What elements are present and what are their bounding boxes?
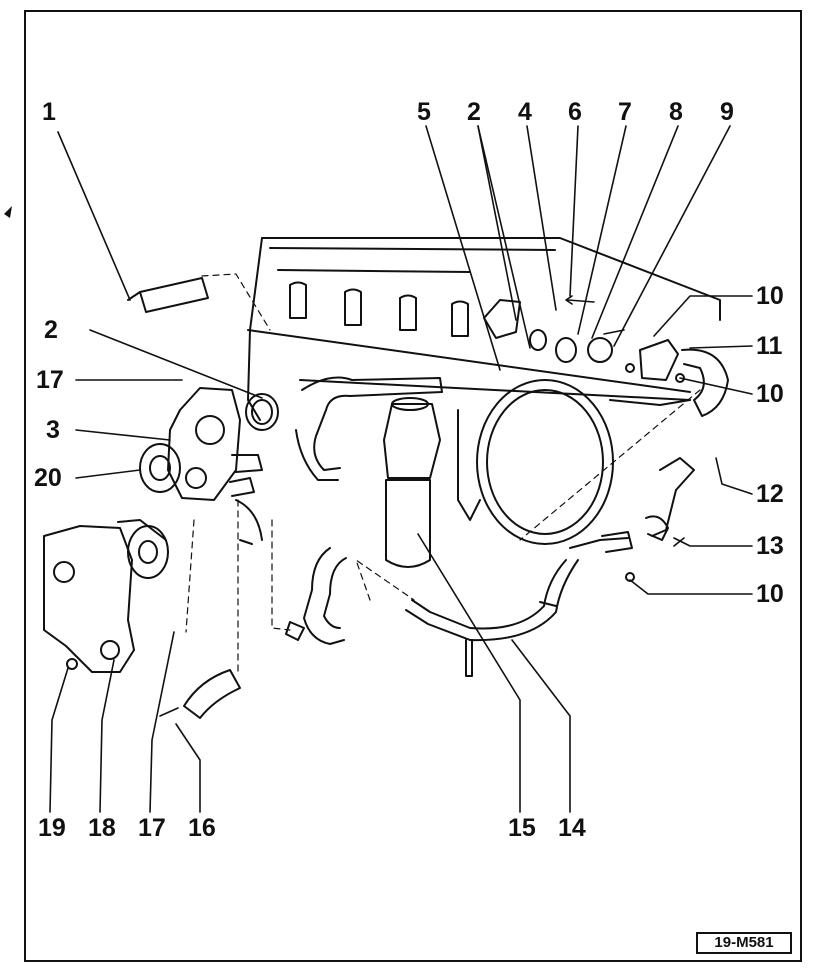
callout-5: 5 [417, 98, 431, 126]
part-18-bracket [43, 519, 169, 673]
part-13-hose [645, 457, 695, 541]
figure-reference-code: 19-M581 [696, 932, 792, 954]
callout-9: 9 [720, 98, 734, 126]
lower-hose [285, 547, 347, 645]
part-15-flange [383, 397, 441, 568]
part-14-pipe [405, 531, 633, 677]
callout-17-upper: 17 [36, 366, 64, 394]
callout-15: 15 [508, 814, 536, 842]
part-20-pulley [139, 443, 181, 493]
direction-arrows [159, 295, 685, 717]
engine-block [247, 237, 721, 545]
callout-12: 12 [756, 480, 784, 508]
callout-10-lower: 10 [756, 580, 784, 608]
callout-2-left: 2 [44, 316, 58, 344]
callout-18: 18 [88, 814, 116, 842]
callout-4: 4 [518, 98, 532, 126]
callout-1: 1 [42, 98, 56, 126]
callout-16: 16 [188, 814, 216, 842]
coolant-pipe-upper [295, 376, 443, 481]
leader-lines [49, 125, 753, 813]
callout-10-upper: 10 [756, 282, 784, 310]
callout-6: 6 [568, 98, 582, 126]
callout-3: 3 [46, 416, 60, 444]
callout-13: 13 [756, 532, 784, 560]
callout-20: 20 [34, 464, 62, 492]
callout-7: 7 [618, 98, 632, 126]
callout-8: 8 [669, 98, 683, 126]
margin-mark [4, 206, 12, 218]
diagram-frame [24, 10, 802, 962]
callout-19: 19 [38, 814, 66, 842]
callout-10-middle: 10 [756, 380, 784, 408]
callout-14: 14 [558, 814, 586, 842]
callout-2-top: 2 [467, 98, 481, 126]
callout-17-lower: 17 [138, 814, 166, 842]
callout-11: 11 [756, 332, 783, 360]
assembly-axes [185, 273, 701, 673]
part-3-housing [167, 387, 279, 501]
part-16-hose [183, 499, 263, 719]
part-1-seal [127, 277, 209, 313]
